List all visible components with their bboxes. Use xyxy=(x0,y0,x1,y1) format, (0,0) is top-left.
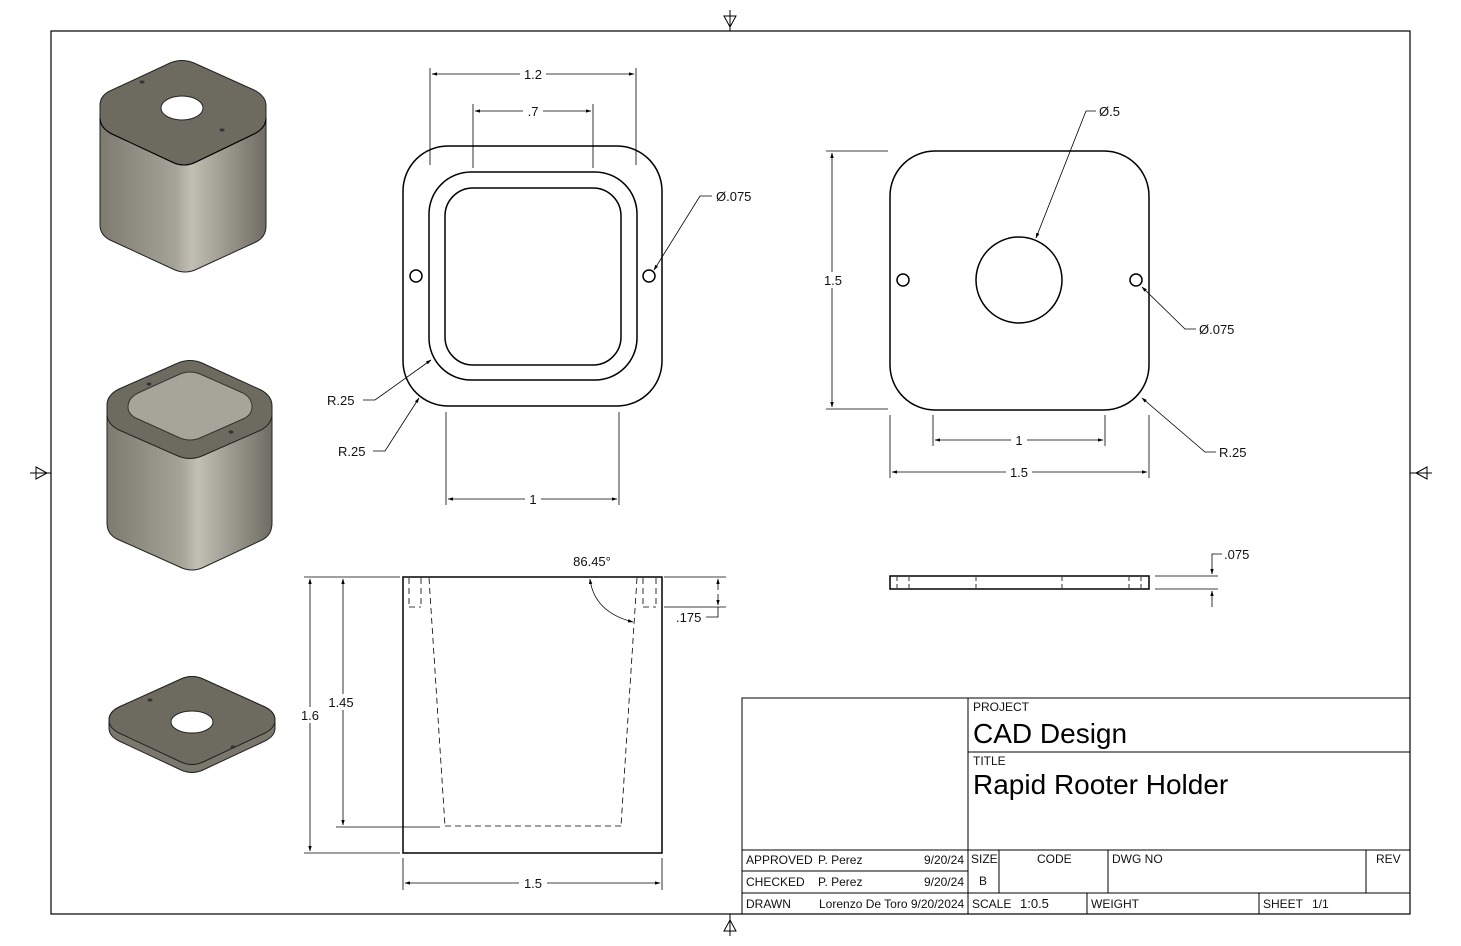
checked-by: P. Perez xyxy=(818,875,862,889)
dim-inner-width: .7 xyxy=(528,104,539,119)
lid-thickness-dimension xyxy=(1155,553,1222,607)
dim-side-width: 1.5 xyxy=(524,876,542,891)
dim-lid-thickness: .075 xyxy=(1224,547,1249,562)
sheet-label: SHEET xyxy=(1263,897,1304,911)
iso-view-assembled xyxy=(99,60,267,273)
checked-label: CHECKED xyxy=(746,875,805,889)
title-label: TITLE xyxy=(973,754,1006,768)
dim-lid-radius: R.25 xyxy=(1219,445,1246,460)
lid-view xyxy=(889,150,1150,411)
dim-depth: .175 xyxy=(676,610,701,625)
drawn-label: DRAWN xyxy=(746,897,791,911)
code-label: CODE xyxy=(1037,852,1072,866)
drawn-by: Lorenzo De Toro 9/20/2024 xyxy=(819,897,965,911)
scale-value: 1:0.5 xyxy=(1020,896,1049,911)
dim-inner-height: 1.45 xyxy=(328,695,353,710)
dim-center-hole: Ø.5 xyxy=(1099,104,1120,119)
rev-label: REV xyxy=(1376,852,1401,866)
dim-outer-width: 1.2 xyxy=(524,67,542,82)
approved-label: APPROVED xyxy=(746,853,813,867)
title-block xyxy=(741,697,1411,915)
dim-lid-height: 1.5 xyxy=(824,273,842,288)
scale-label: SCALE xyxy=(972,897,1011,911)
dim-radius-outer: R.25 xyxy=(327,393,354,408)
dim-radius-inner: R.25 xyxy=(338,444,365,459)
drawing-title: Rapid Rooter Holder xyxy=(973,769,1228,800)
dim-lid-width: 1.5 xyxy=(1010,465,1028,480)
dwg-no-label: DWG NO xyxy=(1112,852,1163,866)
lid-view-dimensions xyxy=(826,110,1216,478)
approved-by: P. Perez xyxy=(818,853,862,867)
top-view xyxy=(402,145,663,407)
checked-date: 9/20/24 xyxy=(924,875,964,889)
dim-bottom-width: 1 xyxy=(529,492,536,507)
dim-lid-inner-width: 1 xyxy=(1015,433,1022,448)
lid-side-view xyxy=(889,575,1150,590)
sheet-value: 1/1 xyxy=(1312,897,1329,911)
size-label: SIZE xyxy=(971,852,998,866)
approved-date: 9/20/24 xyxy=(924,853,964,867)
lid-side-hidden-lines xyxy=(896,577,1142,588)
iso-view-open xyxy=(106,360,273,571)
project-name: CAD Design xyxy=(973,718,1127,749)
dim-hole-diameter: Ø.075 xyxy=(716,189,751,204)
iso-view-lid xyxy=(108,676,276,773)
project-label: PROJECT xyxy=(973,700,1030,714)
side-view-hidden-lines xyxy=(408,577,657,827)
dim-angle: 86.45° xyxy=(573,554,611,569)
weight-label: WEIGHT xyxy=(1091,897,1140,911)
side-view xyxy=(402,576,663,854)
size-value: B xyxy=(979,874,987,888)
centering-marks xyxy=(30,10,1432,936)
dim-lid-hole: Ø.075 xyxy=(1199,322,1234,337)
dim-total-height: 1.6 xyxy=(301,708,319,723)
top-view-dimensions xyxy=(363,68,712,505)
